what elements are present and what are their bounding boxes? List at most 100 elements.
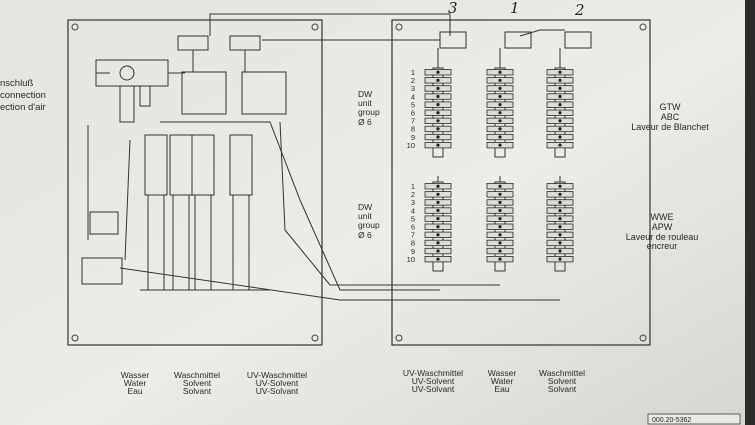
right-bottom-labels: UV-Waschmittel UV-Solvent UV-Solvant Was…	[403, 368, 585, 394]
svg-text:Eau: Eau	[127, 386, 142, 396]
outlet-port	[558, 143, 562, 147]
svg-text:Wasser: Wasser	[121, 370, 150, 380]
svg-text:unit: unit	[358, 98, 372, 108]
outlet-port	[436, 103, 440, 107]
outlet-port	[436, 257, 440, 261]
left-panel-frame	[67, 19, 323, 346]
outlet-port	[436, 111, 440, 115]
svg-text:Water: Water	[124, 378, 147, 388]
svg-text:UV-Solvant: UV-Solvant	[256, 386, 299, 396]
outlet-port	[558, 78, 562, 82]
svg-text:UV-Waschmittel: UV-Waschmittel	[403, 368, 463, 378]
outlet-port	[498, 86, 502, 90]
outlet-port	[498, 200, 502, 204]
outlet-port	[436, 184, 440, 188]
outlet-port	[498, 111, 502, 115]
outlet-port	[558, 86, 562, 90]
svg-text:UV-Solvent: UV-Solvent	[412, 376, 455, 386]
outlet-port	[436, 208, 440, 213]
outlet-port	[558, 135, 562, 139]
svg-text:DW: DW	[358, 202, 372, 212]
gtw-label: GTW ABC Laveur de Blanchet	[631, 102, 709, 132]
outlet-port	[436, 249, 440, 253]
outlet-port	[436, 119, 440, 123]
row-number: 8	[411, 125, 415, 134]
row-number: 10	[407, 141, 415, 150]
outlet-port	[558, 111, 562, 115]
svg-text:Wasser: Wasser	[488, 368, 517, 378]
svg-text:GTW: GTW	[660, 102, 681, 112]
row-number: 3	[411, 198, 415, 207]
svg-text:Laveur de rouleau: Laveur de rouleau	[626, 232, 699, 242]
dw-unit-group-bottom: DW unit group Ø 6	[358, 202, 380, 240]
outlet-port	[436, 225, 440, 229]
dw-unit-group-top: DW unit group Ø 6	[358, 89, 380, 127]
outlet-port	[558, 103, 562, 107]
outlet-port	[498, 94, 502, 99]
row-number: 9	[411, 247, 415, 256]
right-panel-frame	[391, 19, 651, 346]
outlet-port	[558, 249, 562, 253]
outlet-port	[498, 233, 502, 237]
svg-text:Solvent: Solvent	[183, 378, 212, 388]
pump-assemblies	[81, 134, 270, 291]
outlet-port	[558, 119, 562, 123]
svg-text:UV-Solvant: UV-Solvant	[412, 384, 455, 394]
row-number: 2	[411, 76, 415, 85]
mounting-holes	[71, 23, 647, 342]
row-number: 4	[411, 206, 415, 215]
row-number: 9	[411, 133, 415, 142]
outlet-port	[558, 184, 562, 188]
outlet-port	[558, 127, 562, 131]
air-connection-label: nschluß connection ection d'air	[0, 78, 46, 113]
outlet-port	[498, 143, 502, 147]
svg-text:Laveur de Blanchet: Laveur de Blanchet	[631, 122, 709, 132]
svg-text:Ø 6: Ø 6	[358, 117, 372, 127]
svg-text:WWE: WWE	[651, 212, 674, 222]
outlet-port	[498, 217, 502, 221]
row-number: 7	[411, 117, 415, 126]
svg-text:UV-Waschmittel: UV-Waschmittel	[247, 370, 307, 380]
outlet-port	[558, 192, 562, 196]
svg-text:group: group	[358, 107, 380, 117]
outlet-port	[436, 192, 440, 196]
outlet-port	[436, 86, 440, 90]
column-number-2: 2	[574, 1, 585, 19]
row-number: 6	[411, 223, 415, 232]
row-number: 6	[411, 109, 415, 118]
right-solenoid-valves	[439, 31, 592, 49]
svg-text:Solvant: Solvant	[183, 386, 212, 396]
svg-text:encreur: encreur	[647, 241, 678, 251]
svg-text:connection: connection	[0, 90, 46, 101]
outlet-port	[498, 249, 502, 253]
svg-text:group: group	[358, 220, 380, 230]
dark-right-edge	[745, 0, 755, 425]
svg-text:Solvent: Solvent	[548, 376, 577, 386]
outlet-port	[436, 200, 440, 204]
row-number: 4	[411, 92, 415, 101]
outlet-port	[436, 94, 440, 99]
distributor-blocks	[424, 48, 574, 272]
outlet-port	[436, 78, 440, 82]
outlet-port	[498, 241, 502, 245]
outlet-port	[498, 184, 502, 188]
piping	[87, 13, 565, 301]
outlet-port	[436, 127, 440, 131]
row-number: 3	[411, 84, 415, 93]
row-number: 10	[407, 255, 415, 264]
svg-text:ABC: ABC	[661, 112, 680, 122]
outlet-port	[498, 70, 502, 74]
svg-text:unit: unit	[358, 211, 372, 221]
row-number: 7	[411, 231, 415, 240]
row-number: 5	[411, 214, 415, 223]
svg-text:UV-Solvent: UV-Solvent	[256, 378, 299, 388]
svg-text:Waschmittel: Waschmittel	[539, 368, 585, 378]
outlet-port	[498, 119, 502, 123]
svg-text:DW: DW	[358, 89, 372, 99]
row-number: 1	[411, 68, 415, 77]
svg-text:Water: Water	[491, 376, 514, 386]
outlet-port	[558, 70, 562, 74]
